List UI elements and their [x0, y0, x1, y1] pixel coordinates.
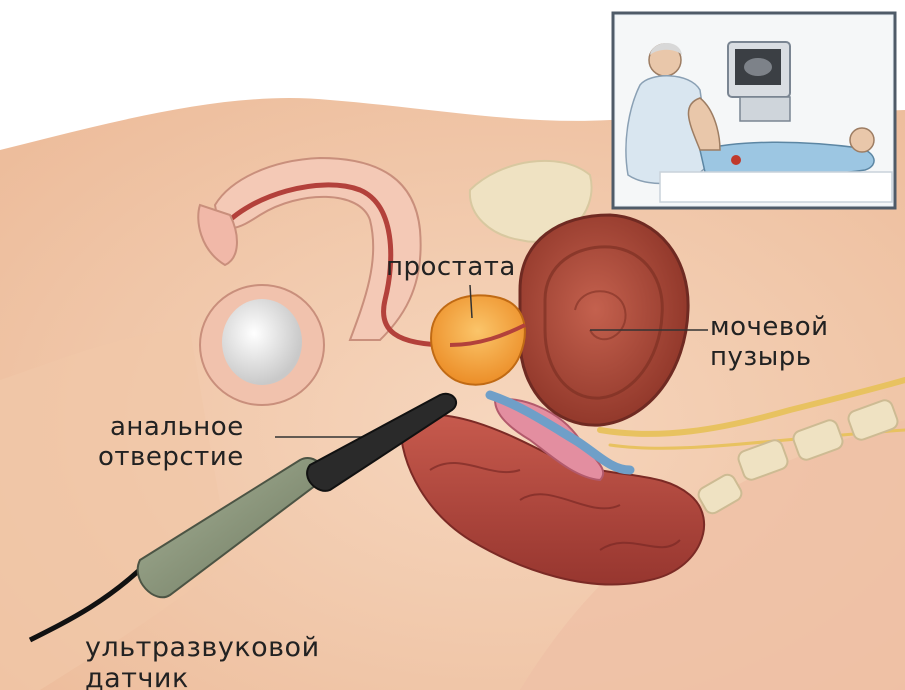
label-prostate-text: простата	[386, 252, 516, 282]
inset-patient-head	[850, 128, 874, 152]
label-bladder-line2: пузырь	[710, 342, 829, 372]
label-anal-line2: отверстие	[98, 442, 244, 472]
label-bladder: мочевой пузырь	[710, 312, 829, 372]
inset-bed	[660, 172, 892, 202]
label-prostate: простата	[386, 252, 516, 282]
label-anal-line1: анальное	[98, 412, 244, 442]
label-probe-line2: датчик	[85, 663, 320, 690]
label-bladder-line1: мочевой	[710, 312, 829, 342]
inset-patient-body	[700, 142, 874, 175]
label-ultrasound-probe: ультразвуковой датчик	[85, 632, 320, 690]
label-anal-opening: анальное отверстие	[98, 412, 244, 472]
label-probe-line1: ультразвуковой	[85, 632, 320, 663]
testis	[222, 299, 302, 385]
inset-procedure-scene	[613, 13, 895, 208]
